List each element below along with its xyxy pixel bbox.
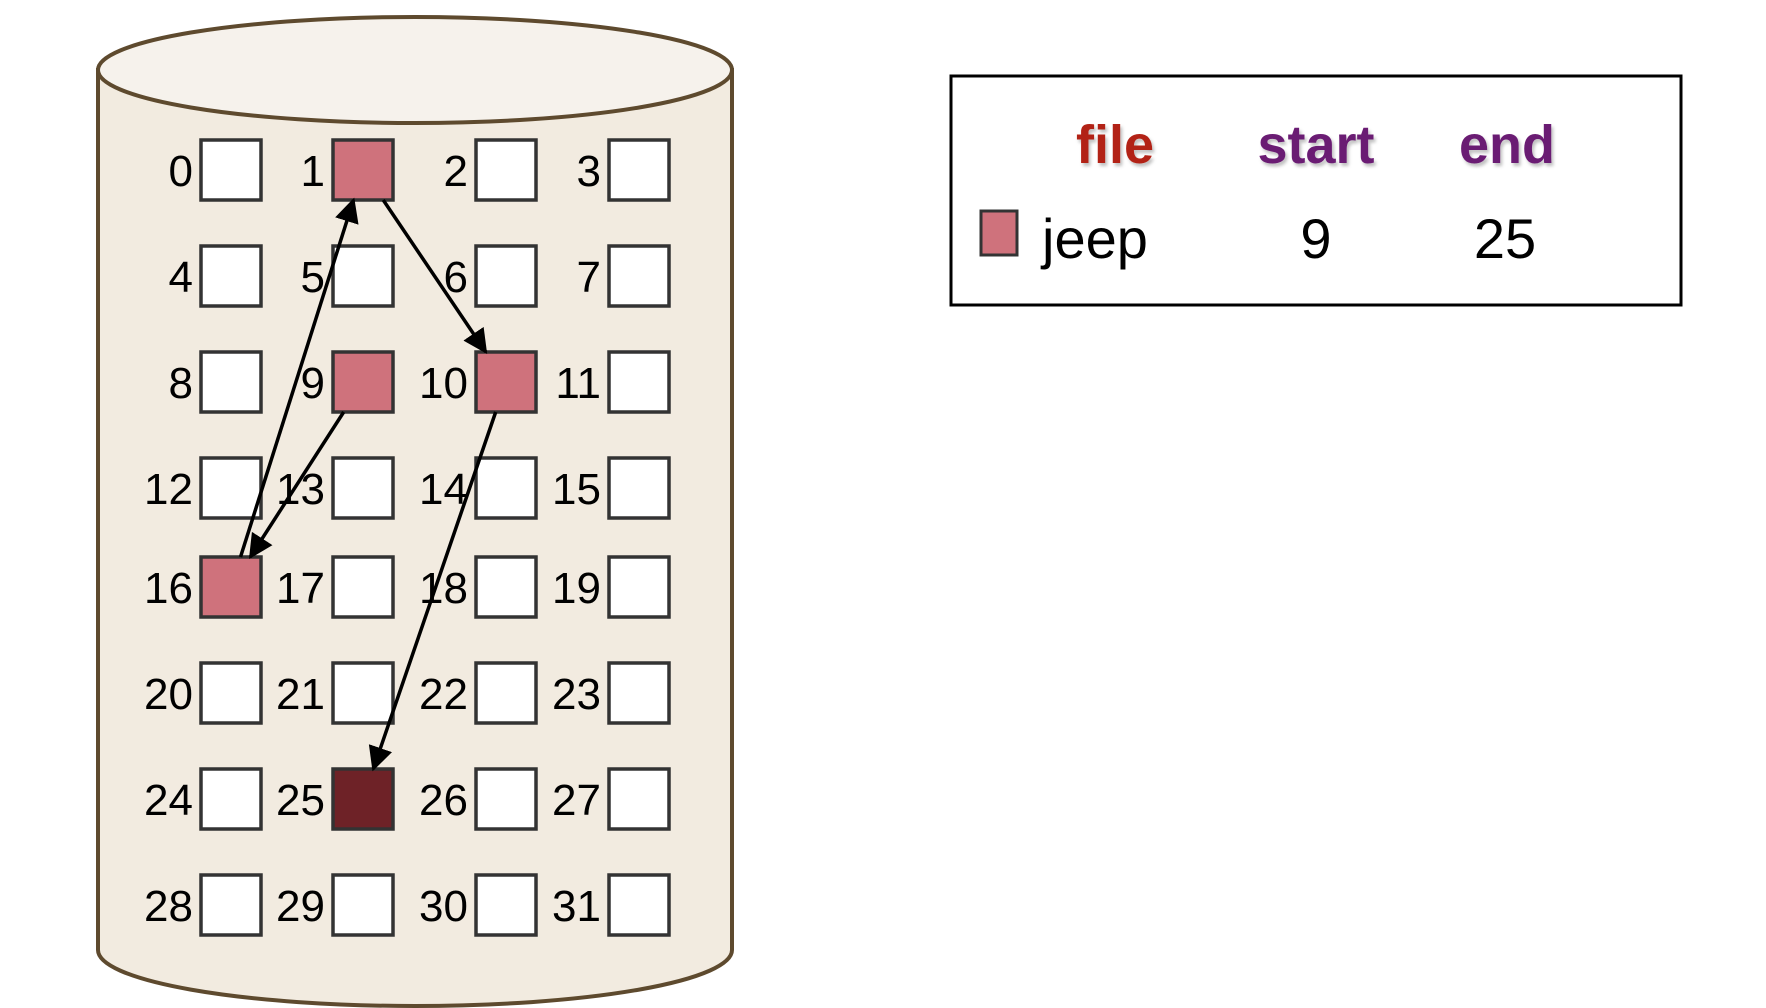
link-arrow-1-to-10 — [381, 199, 488, 355]
disk-block-label-23: 23 — [552, 670, 601, 719]
disk-block-label-4: 4 — [169, 253, 193, 302]
disk-block-label-9: 9 — [301, 359, 325, 408]
disk-block-label-16: 16 — [144, 564, 193, 613]
disk-block-6 — [474, 244, 538, 308]
disk-block-9 — [331, 350, 395, 414]
disk-block-label-17: 17 — [276, 564, 325, 613]
file-start-block: 9 — [1300, 207, 1331, 270]
disk-block-label-15: 15 — [552, 465, 601, 514]
disk-block-label-31: 31 — [552, 882, 601, 931]
disk-cylinder-top — [96, 15, 734, 125]
disk-block-22 — [474, 661, 538, 725]
disk-block-30 — [474, 873, 538, 937]
header-file: file — [1076, 115, 1154, 175]
disk-block-31 — [607, 873, 671, 937]
file-color-swatch — [979, 209, 1019, 257]
disk-block-label-25: 25 — [276, 776, 325, 825]
disk-block-4 — [199, 244, 263, 308]
link-arrow-9-to-16 — [248, 411, 346, 560]
disk-block-label-2: 2 — [444, 147, 468, 196]
disk-block-label-7: 7 — [577, 253, 601, 302]
disk-block-3 — [607, 138, 671, 202]
disk-block-label-0: 0 — [169, 147, 193, 196]
disk-block-29 — [331, 873, 395, 937]
disk-block-label-27: 27 — [552, 776, 601, 825]
disk-block-label-8: 8 — [169, 359, 193, 408]
disk-block-label-5: 5 — [301, 253, 325, 302]
file-table: file start end jeep 9 25 — [949, 74, 1683, 307]
header-end: end — [1459, 115, 1555, 175]
disk-block-label-28: 28 — [144, 882, 193, 931]
disk-block-label-21: 21 — [276, 670, 325, 719]
header-start: start — [1257, 115, 1374, 175]
disk-block-label-18: 18 — [419, 564, 468, 613]
disk-block-28 — [199, 873, 263, 937]
disk-block-label-20: 20 — [144, 670, 193, 719]
disk-block-label-30: 30 — [419, 882, 468, 931]
disk-block-14 — [474, 456, 538, 520]
disk-block-label-24: 24 — [144, 776, 193, 825]
disk-block-2 — [474, 138, 538, 202]
file-name: jeep — [1040, 207, 1148, 270]
disk-block-19 — [607, 555, 671, 619]
disk-block-label-22: 22 — [419, 670, 468, 719]
disk-block-20 — [199, 661, 263, 725]
disk-block-1 — [331, 138, 395, 202]
disk-block-label-1: 1 — [301, 147, 325, 196]
disk-block-label-14: 14 — [419, 465, 468, 514]
disk-block-25 — [331, 767, 395, 831]
disk-block-26 — [474, 767, 538, 831]
link-arrow-16-to-1 — [238, 197, 359, 558]
disk-block-21 — [331, 661, 395, 725]
disk-block-label-19: 19 — [552, 564, 601, 613]
disk-block-8 — [199, 350, 263, 414]
disk-block-13 — [331, 456, 395, 520]
disk-block-label-11: 11 — [555, 359, 601, 408]
disk-block-16 — [199, 555, 263, 619]
file-end-block: 25 — [1474, 207, 1536, 270]
disk-block-10 — [474, 350, 538, 414]
disk-block-label-3: 3 — [577, 147, 601, 196]
disk-block-12 — [199, 456, 263, 520]
disk-block-7 — [607, 244, 671, 308]
disk-cylinder-body — [96, 68, 734, 1008]
disk-block-label-29: 29 — [276, 882, 325, 931]
disk-block-0 — [199, 138, 263, 202]
disk-block-label-26: 26 — [419, 776, 468, 825]
disk-block-5 — [331, 244, 395, 308]
disk-block-17 — [331, 555, 395, 619]
file-table-frame — [949, 74, 1683, 307]
disk-block-15 — [607, 456, 671, 520]
disk-block-27 — [607, 767, 671, 831]
disk-block-11 — [607, 350, 671, 414]
block-links — [238, 197, 498, 772]
disk-block-24 — [199, 767, 263, 831]
disk-block-18 — [474, 555, 538, 619]
disk-block-23 — [607, 661, 671, 725]
link-arrow-10-to-25 — [368, 411, 498, 772]
disk-block-label-10: 10 — [419, 359, 468, 408]
disk-block-label-12: 12 — [144, 465, 193, 514]
